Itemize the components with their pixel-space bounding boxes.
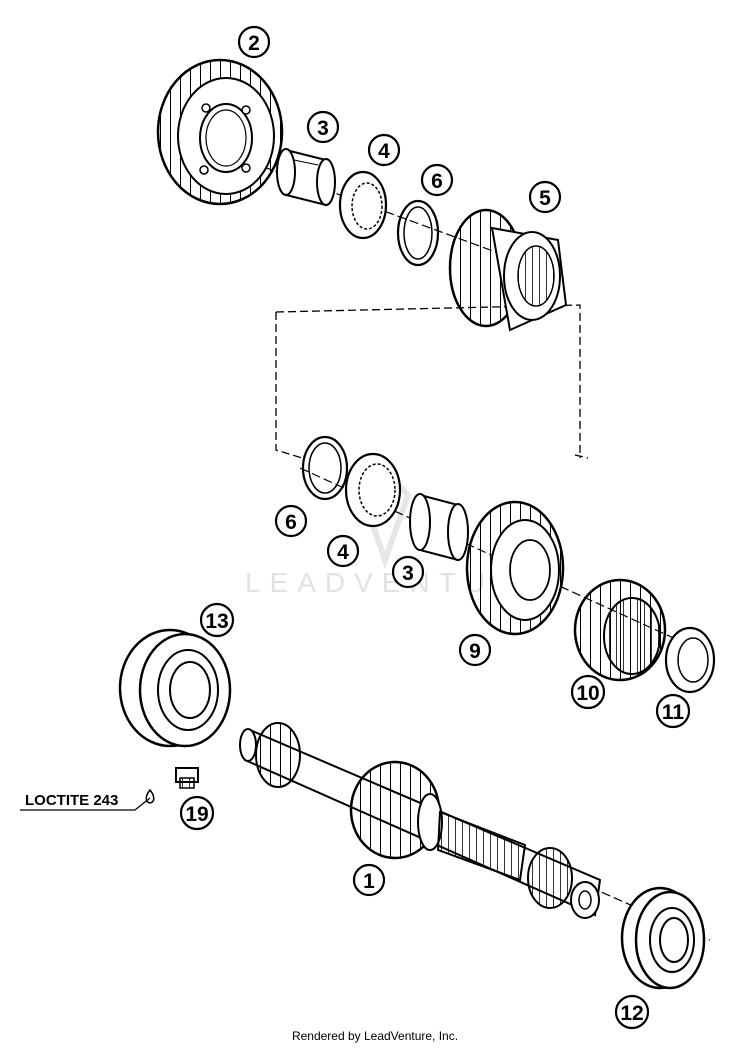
loctite-leader bbox=[20, 797, 151, 811]
callout-4-upper-label: 4 bbox=[378, 140, 390, 163]
callout-9[interactable]: 9 bbox=[458, 633, 492, 667]
thrust-washer-part-11[interactable] bbox=[664, 626, 716, 694]
gear-part-5[interactable] bbox=[448, 208, 568, 332]
callout-3-lower-label: 3 bbox=[402, 562, 414, 585]
bearing-part-12[interactable] bbox=[620, 886, 706, 990]
gear-part-9[interactable] bbox=[465, 500, 565, 636]
bearing-part-13[interactable] bbox=[118, 628, 232, 748]
circlip-part-6-lower[interactable] bbox=[301, 435, 349, 501]
callout-19-label: 19 bbox=[185, 803, 208, 826]
callout-4-lower[interactable]: 4 bbox=[326, 534, 360, 568]
callout-9-label: 9 bbox=[469, 640, 481, 663]
callout-10-label: 10 bbox=[576, 682, 599, 705]
callout-3-upper-label: 3 bbox=[317, 117, 329, 140]
plug-screw-part-19[interactable] bbox=[175, 767, 199, 789]
footer-credit: Rendered by LeadVenture, Inc. bbox=[292, 1029, 458, 1043]
callout-11-label: 11 bbox=[662, 701, 685, 724]
circlip-part-6-upper[interactable] bbox=[396, 199, 440, 267]
callout-6-upper[interactable]: 6 bbox=[420, 163, 454, 197]
callout-3-upper[interactable]: 3 bbox=[306, 110, 340, 144]
callout-5-label: 5 bbox=[539, 187, 551, 210]
callout-3-lower[interactable]: 3 bbox=[391, 555, 425, 589]
splined-washer-part-4-upper[interactable] bbox=[338, 170, 388, 240]
callout-11[interactable]: 11 bbox=[655, 693, 691, 729]
callout-4-upper[interactable]: 4 bbox=[367, 133, 401, 167]
callout-12-label: 12 bbox=[620, 1002, 643, 1025]
assembly-bracket bbox=[275, 312, 303, 459]
callout-13-label: 13 bbox=[205, 610, 228, 633]
loctite-label: LOCTITE 243 bbox=[25, 792, 118, 809]
loctite-drop-icon bbox=[145, 788, 155, 804]
callout-1[interactable]: 1 bbox=[352, 863, 386, 897]
callout-6-lower[interactable]: 6 bbox=[274, 504, 308, 538]
bushing-part-3-lower[interactable] bbox=[409, 493, 469, 562]
bushing-part-3-upper[interactable] bbox=[276, 148, 336, 207]
callout-12[interactable]: 12 bbox=[614, 994, 650, 1030]
callout-13[interactable]: 13 bbox=[199, 602, 235, 638]
gear-part-2[interactable] bbox=[156, 58, 284, 206]
main-shaft-part-1[interactable] bbox=[239, 722, 602, 919]
splined-washer-part-4-lower[interactable] bbox=[344, 452, 402, 528]
callout-6-lower-label: 6 bbox=[285, 511, 297, 534]
callout-19[interactable]: 19 bbox=[179, 795, 215, 831]
callout-10[interactable]: 10 bbox=[570, 674, 606, 710]
callout-5[interactable]: 5 bbox=[528, 180, 562, 214]
callout-6-upper-label: 6 bbox=[431, 170, 443, 193]
callout-2-label: 2 bbox=[248, 32, 260, 55]
callout-2[interactable]: 2 bbox=[237, 25, 271, 59]
callout-1-label: 1 bbox=[363, 870, 375, 893]
gear-part-10[interactable] bbox=[573, 578, 667, 682]
callout-4-lower-label: 4 bbox=[337, 541, 349, 564]
